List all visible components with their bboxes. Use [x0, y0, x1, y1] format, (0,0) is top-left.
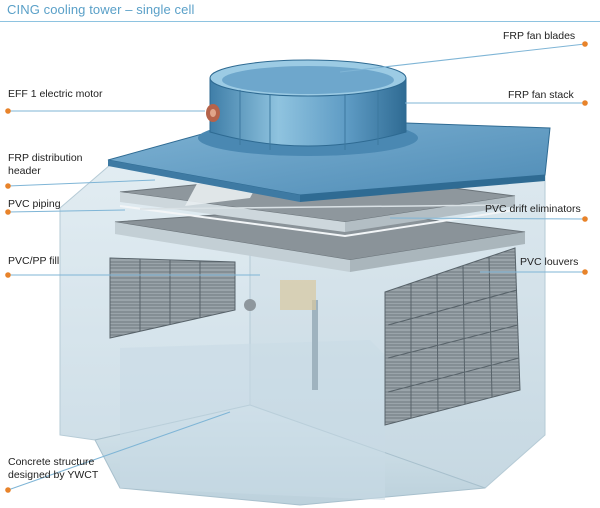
label-distribution-header-line1: FRP distribution — [8, 152, 83, 164]
label-fan-blades: FRP fan blades — [503, 30, 576, 42]
title-divider — [0, 21, 600, 22]
leader-line-piping — [7, 209, 126, 213]
label-drift-eliminators: PVC drift eliminators — [485, 203, 581, 215]
label-concrete-line2: designed by YWCT — [8, 469, 99, 481]
label-concrete-line1: Concrete structure — [8, 456, 95, 468]
internal-column — [244, 280, 318, 390]
right-louvers — [384, 247, 521, 426]
label-fan-stack: FRP fan stack — [508, 89, 574, 101]
marker-fan-blades — [582, 41, 588, 47]
label-distribution-header: FRP distribution header — [8, 152, 83, 178]
leader-line-drift-eliminators — [389, 217, 586, 220]
label-fill: PVC/PP fill — [8, 255, 60, 267]
leader-lines — [7, 43, 586, 491]
fan-stack-shape — [198, 59, 418, 156]
label-electric-motor: EFF 1 electric motor — [8, 88, 103, 100]
marker-motor — [5, 108, 11, 114]
marker-fan-stack — [582, 100, 588, 106]
marker-piping — [5, 209, 11, 215]
leader-line-header — [7, 179, 156, 187]
marker-header — [5, 183, 11, 189]
diagram-title: CING cooling tower – single cell — [7, 2, 195, 17]
roof-deck — [107, 117, 551, 202]
marker-drift-eliminators — [582, 216, 588, 222]
leader-line-fan-blades — [339, 43, 586, 73]
label-louvers: PVC louvers — [520, 256, 579, 268]
label-concrete-structure: Concrete structure designed by YWCT — [8, 456, 98, 482]
marker-louvers — [582, 269, 588, 275]
electric-motor-shape — [206, 104, 220, 122]
left-louvers — [109, 257, 236, 339]
leader-line-concrete — [7, 411, 231, 491]
label-pvc-piping: PVC piping — [8, 198, 61, 210]
marker-fill — [5, 272, 11, 278]
marker-concrete — [5, 487, 11, 493]
label-markers — [5, 41, 588, 493]
label-distribution-header-line2: header — [8, 165, 41, 177]
